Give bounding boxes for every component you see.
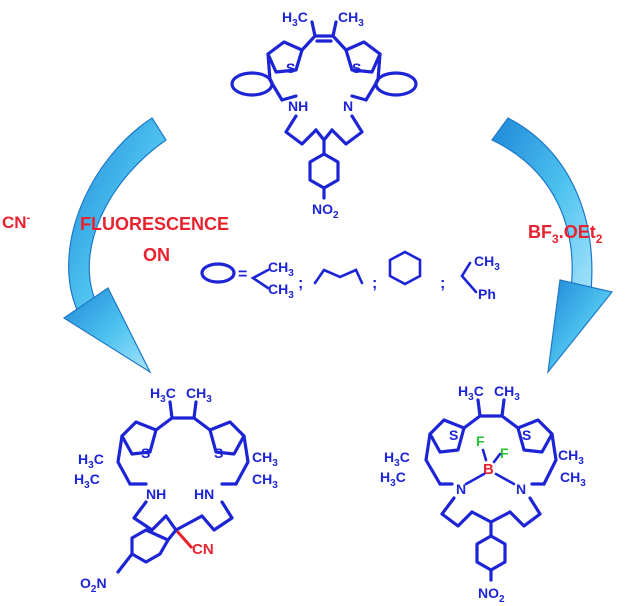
- right-n-left: N: [456, 481, 466, 497]
- legend-ch3-ph: CH3: [474, 253, 500, 273]
- left-phenyl: [130, 528, 170, 564]
- pyrrole-right: [330, 94, 368, 146]
- fluorescence-label: FLUORESCENCE: [80, 214, 229, 234]
- right-n-right: N: [516, 481, 526, 497]
- right-ch3-a: CH3: [558, 447, 584, 467]
- fluorine-right: F: [500, 445, 509, 461]
- right-phenyl: [475, 534, 507, 572]
- left-s-left: S: [141, 445, 150, 461]
- left-hn: HN: [194, 486, 214, 502]
- legend-ph: Ph: [478, 286, 496, 302]
- left-h3c-top: H3C: [150, 385, 176, 405]
- left-nh: NH: [146, 486, 166, 502]
- cyclopentylidene: [313, 268, 364, 285]
- left-thiophene-right: [208, 420, 246, 456]
- equals-sign: =: [238, 266, 247, 283]
- left-thiophene-left: [120, 420, 158, 456]
- right-ch3-top: CH3: [494, 383, 520, 403]
- left-ch3-top: CH3: [186, 385, 212, 405]
- right-s-right: S: [522, 427, 531, 443]
- top-molecule: H3C CH3 S S NH N NO2: [230, 9, 418, 221]
- thiophene-left: [266, 40, 304, 74]
- fluorine-left: F: [476, 433, 485, 449]
- separator-2: ;: [372, 275, 377, 292]
- top-n: N: [343, 98, 353, 114]
- left-s-right: S: [214, 445, 223, 461]
- thiophene-right: [344, 40, 382, 74]
- right-h3c-top: H3C: [458, 383, 484, 403]
- legend-ch3-bottom: CH3: [268, 281, 294, 301]
- left-ch3-a: CH3: [252, 449, 278, 469]
- left-curved-arrow: [62, 117, 167, 374]
- top-nh: NH: [288, 98, 308, 114]
- fluorescence-on-label: ON: [143, 245, 170, 265]
- cyclohexylidene: [388, 250, 422, 286]
- spiro-loop-right: [374, 71, 418, 97]
- loop-symbol: [200, 262, 236, 284]
- legend-ch3-top: CH3: [268, 259, 294, 279]
- left-cn: CN: [192, 541, 214, 558]
- boron-atom: B: [483, 461, 494, 478]
- left-h3c-a: H3C: [78, 451, 104, 471]
- cyanide-reagent: CN-: [2, 212, 31, 232]
- right-curved-arrow: [491, 117, 614, 375]
- right-molecule: H3C CH3 S S H3C H3C CH3 CH3 B F F N N NO…: [380, 383, 586, 605]
- isopropylidene-bond: [250, 268, 270, 290]
- right-thiophene-right: [516, 418, 554, 454]
- pyrrole-left: [280, 94, 318, 146]
- phenylethylidene-bond: [460, 261, 478, 294]
- right-h3c-b: H3C: [380, 469, 406, 489]
- left-o2n: O2N: [80, 575, 107, 595]
- right-ch3-b: CH3: [560, 469, 586, 489]
- right-h3c-a: H3C: [384, 449, 410, 469]
- top-no2: NO2: [312, 201, 339, 221]
- left-ch3-b: CH3: [252, 471, 278, 491]
- separator-1: ;: [298, 275, 303, 292]
- right-no2: NO2: [478, 585, 505, 605]
- right-thiophene-left: [428, 418, 466, 454]
- top-phenyl: [308, 152, 340, 190]
- left-molecule: H3C CH3 S S H3C H3C CH3 CH3 NH HN CN O2N: [74, 385, 278, 595]
- top-s-left: S: [286, 60, 295, 76]
- top-h3c: H3C: [282, 9, 308, 29]
- separator-3: ;: [440, 275, 445, 292]
- right-s-left: S: [449, 427, 458, 443]
- bf3-reagent: BF3.OEt2: [528, 222, 603, 246]
- left-h3c-b: H3C: [74, 471, 100, 491]
- top-ch3: CH3: [338, 9, 364, 29]
- substituent-legend: = CH3 CH3 ; ; ; CH3 Ph: [200, 250, 500, 302]
- top-s-right: S: [352, 60, 361, 76]
- spiro-loop-left: [230, 71, 274, 97]
